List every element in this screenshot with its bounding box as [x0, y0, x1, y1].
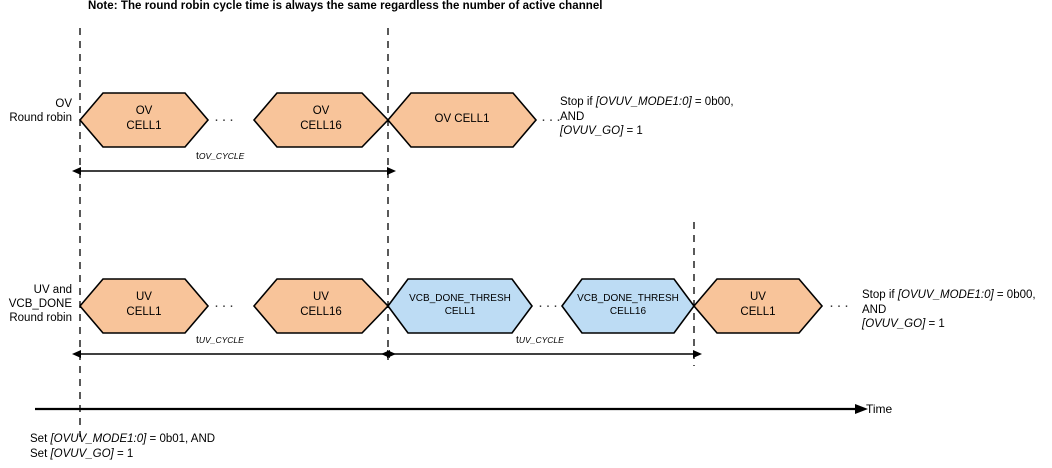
uv-cycle-subscript: UV_CYCLE: [198, 335, 244, 345]
ov-stop-reg: [OVUV_MODE1:0]: [595, 96, 692, 108]
vcb-done-thresh-cell1-hexagon: [387, 278, 533, 334]
diagram-note: Note: The round robin cycle time is alwa…: [88, 0, 603, 12]
set-note: Set [OVUV_MODE1:0] = 0b01, AND Set [OVUV…: [30, 432, 215, 462]
uv-cell1-hexagon: [78, 278, 210, 334]
time-axis-label: Time: [866, 402, 893, 416]
uv-stop-prefix: Stop if: [862, 289, 898, 301]
uv-cycle-label-2: tUV_CYCLE: [516, 334, 564, 346]
ov-cell16-hexagon: [252, 92, 390, 148]
row-label-uv-line3: Round robin: [9, 312, 72, 324]
ov-row-shapes: [78, 92, 538, 148]
ov-stop-note-line2: AND: [560, 110, 585, 123]
ov-cycle-label: tOV_CYCLE: [196, 150, 244, 162]
set-prefix-2: Set: [30, 448, 51, 460]
vcb-done-thresh-cell16-hexagon: [561, 278, 695, 334]
set-suffix-2: = 1: [113, 448, 134, 460]
uv-stop-note-line3: [OVUV_GO] = 1: [862, 317, 1036, 332]
uv-stop-go-suffix: = 1: [925, 318, 945, 330]
ellipsis-ov-1: ···: [214, 111, 237, 128]
uv-cycle-t: t: [196, 334, 199, 346]
set-suffix-1: = 0b01, AND: [146, 433, 216, 445]
ov-cycle-subscript: OV_CYCLE: [198, 151, 245, 161]
row-label-uv-line2: VCB_DONE: [8, 298, 72, 310]
uv-cycle2-subscript: UV_CYCLE: [518, 335, 564, 345]
ov-stop-note: Stop if [OVUV_MODE1:0] = 0b00, AND [OVUV…: [560, 95, 734, 139]
ov-stop-suffix: = 0b00,: [691, 96, 734, 108]
uv-stop-go-reg: [OVUV_GO]: [862, 318, 926, 330]
set-note-line2: Set [OVUV_GO] = 1: [30, 447, 215, 462]
ov-stop-note-line1: Stop if [OVUV_MODE1:0] = 0b00,: [560, 95, 734, 110]
row-label-ov-line1: OV: [55, 98, 72, 110]
uv-stop-note: Stop if [OVUV_MODE1:0] = 0b00, AND [OVUV…: [862, 288, 1036, 332]
set-note-line1: Set [OVUV_MODE1:0] = 0b01, AND: [30, 432, 215, 447]
row-label-uv-line1: UV and: [33, 284, 72, 296]
ov-stop-prefix: Stop if: [560, 96, 596, 108]
ellipsis-uv-2: ···: [538, 297, 561, 314]
uv-row-shapes: [78, 278, 824, 334]
set-reg-1: [OVUV_MODE1:0]: [50, 433, 147, 445]
uv-cycle-label-1: tUV_CYCLE: [196, 334, 244, 346]
set-prefix-1: Set: [30, 433, 51, 445]
uv-cell16-hexagon: [252, 278, 390, 334]
ov-stop-note-line3: [OVUV_GO] = 1: [560, 124, 734, 139]
row-label-ov-line2: Round robin: [9, 112, 72, 124]
ellipsis-uv-3: ···: [829, 297, 852, 314]
dashed-guides: [79, 28, 695, 437]
uv-cell1-second-hexagon: [692, 278, 824, 334]
row-label-uv: UV and VCB_DONE Round robin: [0, 283, 72, 325]
uv-stop-note-line1: Stop if [OVUV_MODE1:0] = 0b00,: [862, 288, 1036, 303]
ellipsis-uv-1: ···: [214, 297, 237, 314]
uv-stop-reg: [OVUV_MODE1:0]: [897, 289, 994, 301]
uv-stop-suffix: = 0b00,: [993, 289, 1036, 301]
uv-stop-note-line2: AND: [862, 303, 887, 316]
ellipsis-ov-2: ···: [541, 111, 564, 128]
set-reg-2: [OVUV_GO]: [50, 448, 114, 460]
row-label-ov: OV Round robin: [0, 97, 72, 125]
ov-cycle-t: t: [196, 150, 199, 162]
ov-stop-go-reg: [OVUV_GO]: [560, 125, 624, 137]
ov-cell1-hexagon: [78, 92, 210, 148]
uv-cycle2-t: t: [516, 334, 519, 346]
ov-cell1-second-hexagon: [386, 92, 538, 148]
ov-stop-go-suffix: = 1: [623, 125, 643, 137]
